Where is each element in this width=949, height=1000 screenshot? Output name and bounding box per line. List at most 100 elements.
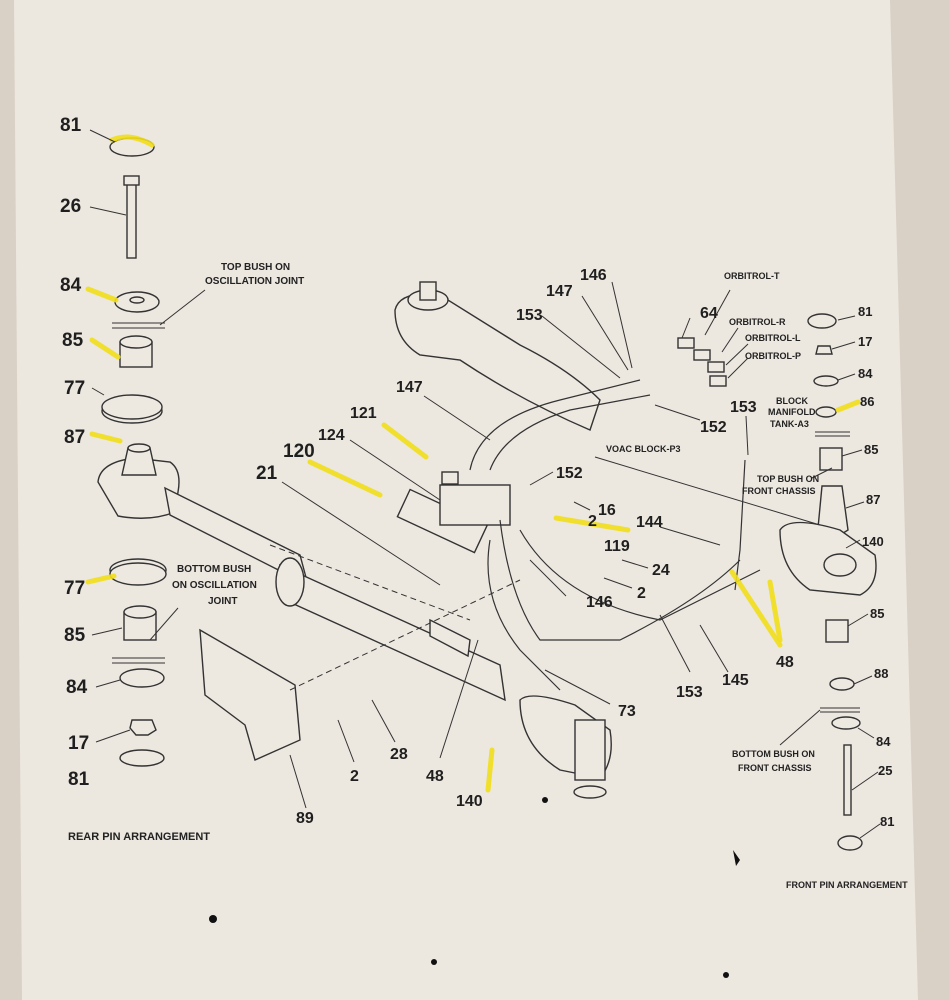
leader-146b (529, 559, 567, 597)
leader-17 (95, 729, 131, 743)
callout-153: 153 (516, 307, 543, 324)
cylinder-rod (429, 618, 471, 658)
leader-147a (423, 395, 491, 441)
cylinder-end-cap (275, 557, 305, 607)
callout-73: 73 (618, 703, 636, 720)
callout-84-lower: 84 (66, 677, 88, 698)
highlight-119 (553, 515, 631, 533)
caption-bottom-bush-front-1: BOTTOM BUSH ON (732, 749, 815, 759)
shield-plate-89 (199, 628, 301, 761)
leader-2c (337, 719, 355, 763)
caption-block-1: BLOCK (776, 396, 808, 406)
leader-2b (603, 577, 633, 589)
caption-orbitrol-t: ORBITROL-T (724, 271, 780, 281)
pin-26-head (123, 175, 140, 186)
highlight-86 (835, 399, 861, 413)
callout-81-front: 81 (858, 304, 872, 319)
hose-153 (519, 529, 761, 621)
o-ring-81-front-bottom (837, 835, 863, 851)
highlight-121 (381, 422, 429, 460)
paper-specks (209, 797, 740, 978)
leader-84r (837, 373, 856, 381)
washer-86-front (815, 406, 837, 418)
callout-17: 17 (68, 733, 89, 754)
speck-4 (431, 959, 437, 965)
bush-85-front (819, 447, 843, 471)
callout-153-b: 153 (730, 399, 757, 416)
callout-152: 152 (700, 419, 727, 436)
leader-top-bush-front (811, 467, 833, 479)
washer-84-lower (119, 668, 165, 688)
highlight-87 (89, 431, 123, 444)
callout-88: 88 (874, 666, 888, 681)
hose-bundle-1 (469, 379, 641, 471)
leader-147b (581, 295, 629, 371)
caption-orbitrol-r: ORBITROL-R (729, 317, 786, 327)
o-ring-88 (829, 677, 855, 691)
caption-front-pin: FRONT PIN ARRANGEMENT (786, 880, 908, 890)
fitting-l (707, 361, 725, 373)
callout-89: 89 (296, 810, 314, 827)
nut-17 (129, 719, 157, 736)
valve-block-121 (439, 484, 511, 526)
leader-25 (851, 771, 879, 791)
leader-28 (371, 699, 396, 743)
pin-26 (126, 179, 137, 259)
callout-121: 121 (350, 405, 377, 422)
callout-84-front: 84 (858, 366, 873, 381)
leader-84 (95, 679, 121, 688)
fitting-p (709, 375, 727, 387)
callout-85-front-lower: 85 (870, 606, 884, 621)
caption-orbitrol-l: ORBITROL-L (745, 333, 801, 343)
callout-119: 119 (604, 538, 630, 555)
callout-87: 87 (64, 427, 85, 448)
callout-21: 21 (256, 463, 278, 484)
highlight-140 (485, 747, 495, 793)
callout-48-b: 48 (426, 768, 444, 785)
hose-145 (499, 519, 741, 641)
leader-48b (439, 639, 479, 759)
callout-85: 85 (62, 330, 84, 351)
caption-bottom-bush-osc-3: JOINT (208, 596, 237, 607)
speck-1 (733, 850, 740, 866)
speck-2 (209, 915, 217, 923)
leader-21 (281, 481, 441, 586)
fitting-r (693, 349, 711, 361)
leader-88 (853, 675, 873, 685)
callout-81-front-bottom: 81 (880, 814, 894, 829)
centerline-1 (269, 544, 471, 621)
pin-25 (843, 744, 852, 816)
callout-84: 84 (60, 275, 82, 296)
centerline-2 (289, 579, 521, 691)
leader-144 (659, 526, 721, 546)
callout-124: 124 (318, 427, 345, 444)
callout-140: 140 (456, 793, 483, 810)
leader-87r (845, 501, 865, 509)
callout-146-b: 146 (586, 594, 613, 611)
ring-77-lower-b (109, 562, 167, 586)
callout-17-front: 17 (858, 334, 872, 349)
callout-152-b: 152 (556, 465, 583, 482)
callout-85-front: 85 (864, 442, 878, 457)
leader-lines (89, 129, 881, 839)
callout-84-front-lower: 84 (876, 734, 891, 749)
leader-17r (831, 341, 856, 350)
callout-24: 24 (652, 562, 670, 579)
callout-16: 16 (598, 502, 616, 519)
leader-orbitrol-r (721, 327, 739, 353)
callout-25: 25 (878, 763, 892, 778)
upper-pin (419, 281, 437, 301)
caption-bottom-bush-osc-2: ON OSCILLATION (172, 580, 257, 591)
callout-2-a: 2 (588, 513, 597, 530)
callout-145: 145 (722, 672, 749, 689)
caption-bottom-bush-front-2: FRONT CHASSIS (738, 763, 812, 773)
oscillation-joint-eye (97, 457, 180, 519)
leader-bottom-bush-front (779, 709, 821, 746)
cylinder-pin (574, 719, 606, 781)
caption-rear-pin: REAR PIN ARRANGEMENT (68, 831, 210, 843)
front-cylinder-eye-hole (823, 553, 857, 577)
leader-bottom-bush (149, 607, 179, 641)
caption-top-bush-front-1: TOP BUSH ON (757, 474, 819, 484)
caption-top-bush-osc-1: TOP BUSH ON (221, 262, 290, 273)
